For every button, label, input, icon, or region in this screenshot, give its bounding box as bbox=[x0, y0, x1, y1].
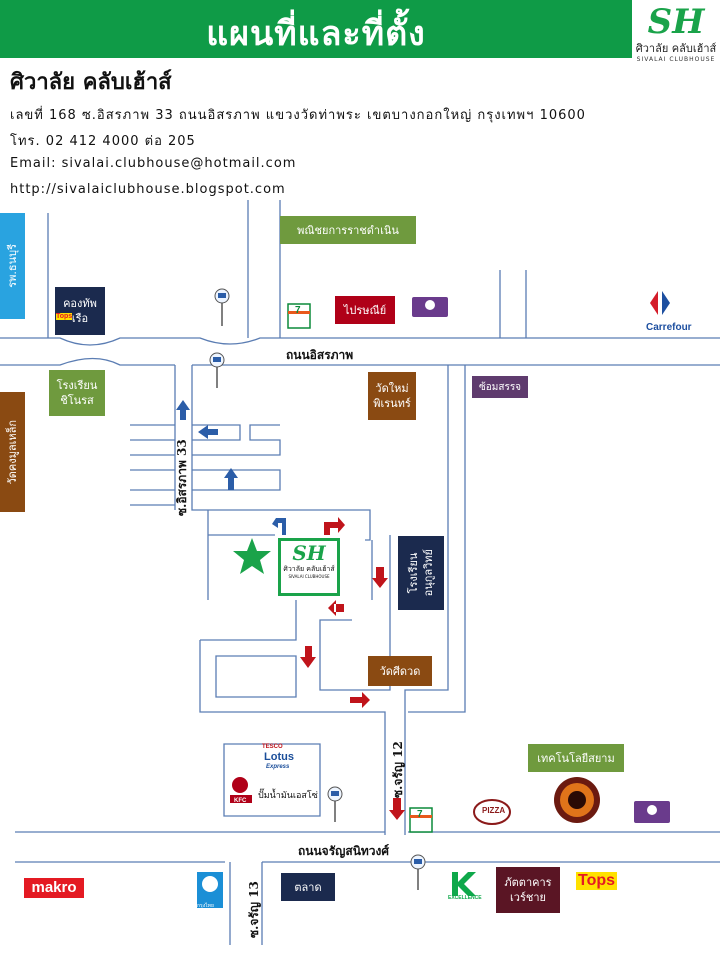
seven-label-north: 7 bbox=[295, 305, 301, 316]
kfc-icon bbox=[226, 774, 256, 804]
kong-thap-ruea-label: คองทัพ เรือ bbox=[55, 287, 105, 335]
header-bar: แผนที่และที่ตั้ง bbox=[0, 0, 632, 58]
gas-station-label: ปั๊มน้ำมันเอสโซ่ bbox=[258, 791, 318, 801]
bus-stop-icon bbox=[410, 854, 426, 890]
logo-english-text: SIVALAI CLUBHOUSE bbox=[636, 56, 716, 63]
pizza-label: PIZZA bbox=[482, 806, 506, 815]
makro-label: makro bbox=[24, 878, 84, 898]
bus-stop-icon bbox=[327, 786, 343, 822]
som-sanguan-label: ซ้อมสรรจ bbox=[472, 376, 528, 398]
club-thai-name: ศิวาลัย คลับเฮ้าส์ bbox=[283, 565, 335, 573]
road-lines bbox=[0, 200, 720, 945]
wat-mai-phiren-label: วัดใหม่ พิเรนทร์ bbox=[368, 372, 416, 420]
logo-mark: SH bbox=[647, 2, 705, 42]
hospital-block: รพ.ธนบุรี bbox=[0, 213, 25, 319]
sivalai-clubhouse-marker: SH ศิวาลัย คลับเฮ้าส์ SIVALAI CLUBHOUSE bbox=[278, 538, 340, 596]
carrefour-icon bbox=[650, 291, 670, 315]
address-text: เลขที่ 168 ซ.อิสรภาพ 33 ถนนอิสรภาพ แขวงว… bbox=[10, 108, 586, 123]
anukunwit-school-block: โรงเรียน อนุกูลวิทย์ bbox=[398, 536, 444, 610]
blue-direction-arrows bbox=[176, 400, 286, 535]
red-direction-arrows bbox=[300, 517, 405, 820]
road-soi-charan-13-label: ซ.จรัญ 13 bbox=[247, 881, 261, 938]
club-mark: SH bbox=[292, 541, 326, 565]
seven-eleven-icon bbox=[287, 303, 433, 833]
page-title: แผนที่และที่ตั้ง bbox=[206, 14, 426, 54]
club-logo: SH ศิวาลัย คลับเฮ้าส์ SIVALAI CLUBHOUSE bbox=[634, 2, 718, 72]
hospital-label: รพ.ธนบุรี bbox=[6, 244, 19, 288]
website-link[interactable]: http://sivalaiclubhouse.blogspot.com bbox=[10, 182, 286, 197]
restaurant-label: ภัตตาคาร เวร์ชาย bbox=[496, 867, 560, 913]
anukunwit-school-label: โรงเรียน อนุกูลวิทย์ bbox=[407, 549, 435, 597]
market-label: ตลาด bbox=[281, 873, 335, 901]
road-soi-isaraphap-33-label: ซ.อิสรภาพ 33 bbox=[175, 439, 189, 516]
temple-west-label: วัดคงมูลเหล็ก bbox=[6, 419, 19, 485]
commerce-school-label: พณิชยการราชดำเนิน bbox=[280, 216, 416, 244]
road-charan-sanitwong-label: ถนนจรัญสนิทวงศ์ bbox=[298, 844, 390, 858]
kasikorn-logo-icon bbox=[452, 872, 476, 896]
road-isaraphap-label: ถนนอิสรภาพ bbox=[286, 348, 354, 362]
venue-name: ศิวาลัย คลับเฮ้าส์ bbox=[10, 70, 172, 95]
bus-stop-icon bbox=[214, 288, 230, 326]
seven-label-south: 7 bbox=[417, 809, 423, 820]
bus-stop-icons bbox=[209, 288, 426, 890]
tops-small-label: Tops bbox=[56, 313, 73, 320]
lotus-express-label: Express bbox=[266, 764, 290, 770]
temple-west-block: วัดคงมูลเหล็ก bbox=[0, 392, 25, 512]
wat-si-suddharam-label: วัดศีดวด bbox=[368, 656, 432, 686]
pizza-logo-icon bbox=[473, 799, 511, 825]
kbank-sub-label: EXCELLENCE bbox=[448, 895, 482, 901]
siam-tech-label: เทคโนโลยีสยาม bbox=[528, 744, 624, 772]
carrefour-label: Carrefour bbox=[646, 322, 692, 333]
logo-thai-text: ศิวาลัย คลับเฮ้าส์ bbox=[635, 42, 717, 55]
post-office-label: ไปรษณีย์ bbox=[335, 296, 395, 324]
kfc-label: KFC bbox=[234, 798, 247, 804]
krungthai-logo-icon bbox=[197, 872, 223, 908]
phone-text: โทร. 02 412 4000 ต่อ 205 bbox=[10, 134, 196, 149]
siam-tech-emblem-icon bbox=[554, 777, 600, 823]
krungthai-label: กรุงไทย bbox=[197, 903, 214, 909]
location-star-icon bbox=[233, 538, 271, 574]
club-english-name: SIVALAI CLUBHOUSE bbox=[288, 574, 330, 579]
email-link[interactable]: Email: sivalai.clubhouse@hotmail.com bbox=[10, 156, 297, 171]
chinorot-school-label: โรงเรียน ชิโนรส bbox=[49, 370, 105, 416]
lotus-label: Lotus bbox=[264, 751, 294, 763]
bus-stop-icon bbox=[209, 352, 225, 388]
road-soi-charan-12-label: ซ.จรัญ 12 bbox=[391, 741, 405, 798]
tops-label: Tops bbox=[576, 872, 618, 890]
tesco-label: TESCO bbox=[262, 744, 283, 750]
